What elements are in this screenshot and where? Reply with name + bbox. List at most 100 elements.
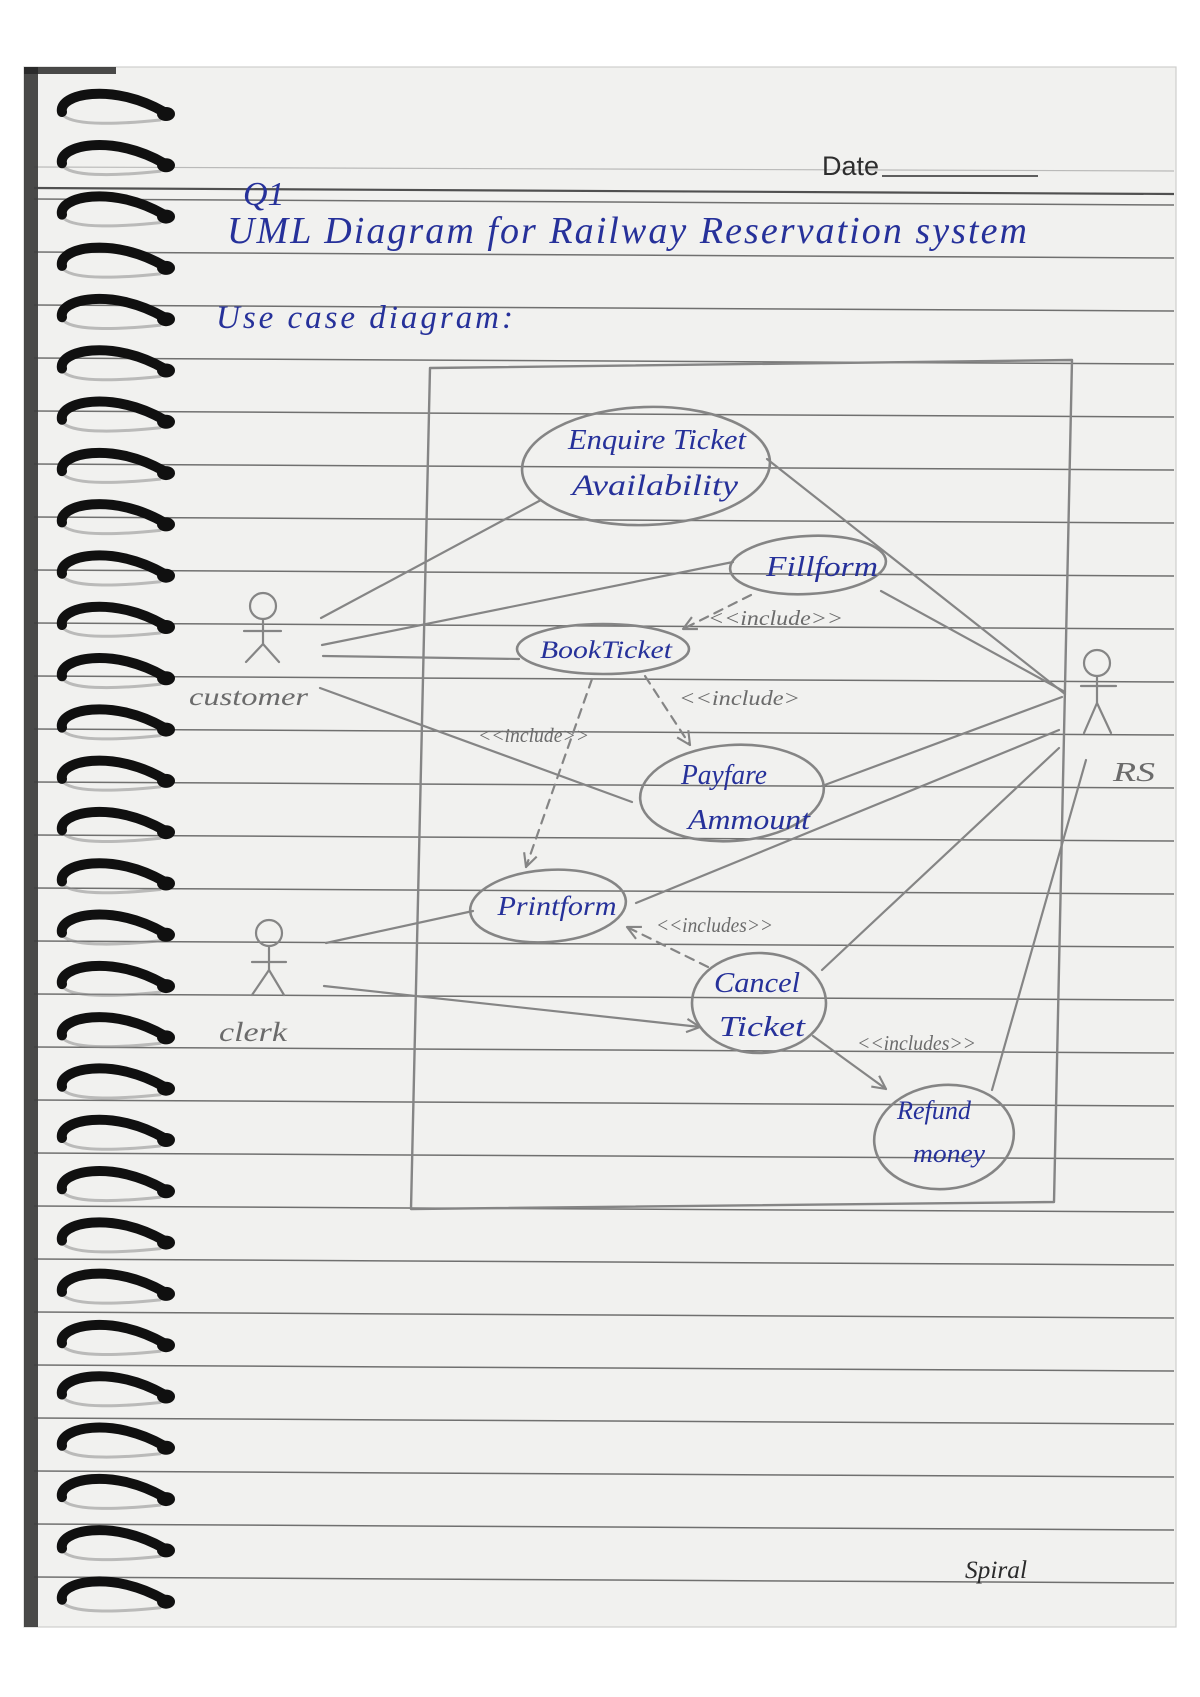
spiral-ring <box>56 1525 175 1562</box>
ruled-line <box>33 887 1175 895</box>
spiral-ring-shadow <box>62 371 162 382</box>
spiral-ring <box>56 960 175 997</box>
ruled-line <box>33 410 1175 418</box>
section-subtitle: Use case diagram: <box>216 300 513 336</box>
spiral-ring <box>56 242 175 279</box>
binding-hole <box>157 979 175 994</box>
use-case-label: Fillform <box>765 552 878 583</box>
binding-hole <box>157 825 175 840</box>
binding-hole <box>157 209 175 224</box>
page-left-edge-shadow <box>24 67 38 1627</box>
actor-clerk: clerk <box>219 918 288 1047</box>
use-case-enquire-ticket-availability: Enquire Ticket Availability <box>520 405 772 527</box>
ruled-line <box>33 1152 1175 1160</box>
use-case-label: Ammount <box>686 805 812 836</box>
binding-hole <box>157 1389 175 1404</box>
spiral-ring <box>56 1319 175 1356</box>
use-case-ellipse <box>728 534 888 596</box>
spiral-ring-wire <box>56 1114 169 1143</box>
spiral-ring-shadow <box>62 1243 162 1254</box>
use-case-label: money <box>913 1139 985 1168</box>
binding-hole <box>157 414 175 429</box>
association-rs-cancel-ticket <box>820 746 1061 972</box>
spiral-ring-wire <box>56 140 169 169</box>
spiral-ring-wire <box>56 1063 169 1092</box>
spiral-ring-wire <box>56 806 169 836</box>
spiral-ring <box>56 601 175 638</box>
spiral-ring-shadow <box>62 422 162 433</box>
include-fill-form-book-ticket <box>681 593 753 631</box>
spiral-ring <box>56 1268 175 1305</box>
spiral-ring <box>56 191 175 228</box>
include-label: <<include>> <box>708 606 843 630</box>
binding-hole <box>157 773 175 788</box>
use-case-print-form: Printform <box>468 868 628 944</box>
binding-hole <box>157 1286 175 1301</box>
spiral-ring-wire <box>56 1217 169 1246</box>
spiral-ring-wire <box>56 1012 169 1041</box>
spiral-binding <box>56 88 175 1613</box>
use-case-label: Printform <box>496 891 616 921</box>
ruled-line <box>33 304 1175 312</box>
binding-hole <box>157 1235 175 1250</box>
spiral-ring-shadow <box>62 576 162 587</box>
spiral-ring <box>56 1063 175 1100</box>
associations <box>318 457 1088 1092</box>
use-case-label: Cancel <box>714 968 800 999</box>
header-double-line <box>33 186 1175 196</box>
spiral-ring <box>56 1576 175 1613</box>
binding-hole <box>157 927 175 942</box>
ruled-lines <box>33 198 1175 1584</box>
spiral-ring <box>56 1422 175 1459</box>
ruled-line <box>33 1046 1175 1054</box>
binding-hole <box>157 363 175 378</box>
spiral-ring <box>56 858 175 895</box>
use-case-label: Availability <box>570 469 739 502</box>
use-case-book-ticket: BookTicket <box>515 622 691 676</box>
spiral-ring-wire <box>56 345 169 374</box>
ruled-line <box>33 198 1175 206</box>
actor-label: RS <box>1112 757 1156 787</box>
binding-hole <box>157 158 175 173</box>
binding-hole <box>157 1543 175 1558</box>
use-case-ellipse <box>690 951 828 1055</box>
binding-hole <box>157 1030 175 1045</box>
binding-hole <box>157 568 175 583</box>
spiral-ring-wire <box>56 601 169 630</box>
spiral-ring-wire <box>56 191 169 220</box>
use-case-label: Ticket <box>719 1012 807 1043</box>
spiral-ring-shadow <box>62 217 162 228</box>
ruled-line-faint <box>33 166 1175 172</box>
notebook-page <box>23 66 1177 1628</box>
binding-hole <box>157 312 175 327</box>
spiral-ring-wire <box>56 1268 169 1297</box>
ruled-line <box>33 1523 1175 1531</box>
spiral-ring-wire <box>56 960 169 990</box>
spiral-ring-wire <box>56 447 169 477</box>
spiral-ring-wire <box>56 396 169 425</box>
ruled-line <box>33 1311 1175 1319</box>
binding-hole <box>157 671 175 686</box>
spiral-ring-shadow <box>62 1191 162 1203</box>
association-rs-print-form <box>634 728 1061 905</box>
include-book-ticket-print-form <box>523 677 594 869</box>
spiral-ring-wire <box>56 704 169 733</box>
spiral-ring-shadow <box>62 1448 162 1459</box>
use-case-label: BookTicket <box>540 637 673 664</box>
include-label: <<includes>> <box>857 1031 976 1055</box>
actor-label: clerk <box>219 1017 288 1047</box>
question-number: Q1 <box>243 176 285 213</box>
ruled-line <box>33 357 1175 365</box>
ruled-line <box>33 1258 1175 1266</box>
spiral-ring-wire <box>56 1473 169 1503</box>
page-title: UML Diagram for Railway Reservation syst… <box>227 210 1027 252</box>
binding-hole <box>157 1081 175 1096</box>
spiral-ring-wire <box>56 550 169 579</box>
actor-label: customer <box>189 684 308 711</box>
use-case-refund-money: Refund money <box>872 1083 1016 1191</box>
association-customer-book-ticket <box>321 654 521 661</box>
ruled-line <box>33 1205 1175 1213</box>
use-case-ellipse <box>638 743 826 843</box>
spiral-ring-wire <box>56 1166 169 1195</box>
include-book-ticket-pay-fare <box>643 674 692 747</box>
